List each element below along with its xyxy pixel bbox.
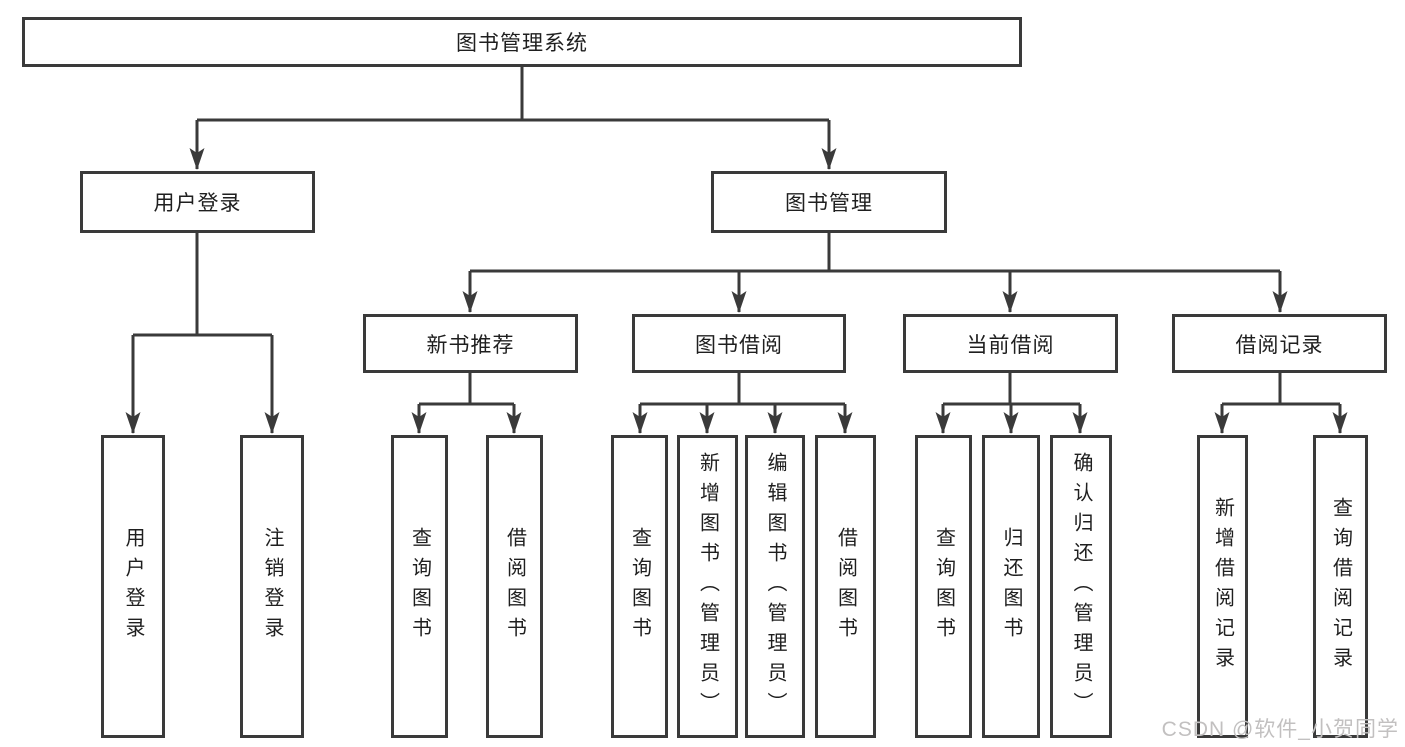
connector-user-login-children (125, 233, 280, 434)
node-label: 当前借阅 (966, 333, 1055, 357)
node-label: 图书借阅 (695, 333, 783, 357)
leaf-add-books-admin: 新增图书（管理员） (677, 435, 738, 738)
leaf-query-books-recommend: 查询图书 (391, 435, 448, 738)
connector-borrow-record-children (1214, 373, 1348, 434)
node-book-management-branch: 图书管理 (711, 171, 947, 233)
node-label: 查询图书 (932, 526, 955, 647)
leaf-edit-books-admin: 编辑图书（管理员） (745, 435, 805, 738)
node-label: 查询图书 (628, 526, 651, 647)
leaf-borrow-books-recommend: 借阅图书 (486, 435, 543, 738)
csdn-watermark: CSDN @软件_小贺同学 (1161, 718, 1399, 741)
node-label: 用户登录 (153, 192, 242, 215)
node-label: 注销登录 (261, 526, 283, 647)
node-label: 查询图书 (408, 526, 431, 647)
node-label: 借阅图书 (503, 526, 526, 647)
node-current-borrow: 当前借阅 (903, 314, 1118, 373)
node-label: 编辑图书（管理员） (764, 451, 786, 722)
connector-root-to-branches (189, 67, 837, 170)
node-user-login-branch: 用户登录 (80, 171, 315, 233)
leaf-query-books-current: 查询图书 (915, 435, 972, 738)
leaf-add-borrow-record: 新增借阅记录 (1197, 435, 1248, 738)
node-label: 确认归还（管理员） (1070, 451, 1092, 722)
connector-book-management-children (462, 233, 1288, 313)
connector-book-borrow-children (632, 373, 853, 434)
node-book-borrow: 图书借阅 (632, 314, 846, 373)
node-label: 新增图书（管理员） (696, 451, 719, 722)
node-borrow-record: 借阅记录 (1172, 314, 1387, 373)
node-label: 图书管理 (785, 192, 873, 215)
node-new-book-recommend: 新书推荐 (363, 314, 578, 373)
leaf-query-books-borrow: 查询图书 (611, 435, 668, 738)
node-label: 借阅图书 (834, 526, 857, 647)
leaf-query-borrow-record: 查询借阅记录 (1313, 435, 1368, 738)
leaf-user-login: 用户登录 (101, 435, 165, 738)
node-label: 用户登录 (122, 526, 144, 647)
leaf-return-books: 归还图书 (982, 435, 1040, 738)
node-label: 新增借阅记录 (1211, 496, 1234, 677)
node-label: 新书推荐 (426, 333, 515, 357)
leaf-logout: 注销登录 (240, 435, 304, 738)
node-label: 图书管理系统 (456, 32, 588, 55)
node-label: 归还图书 (1000, 526, 1022, 647)
connector-new-book-children (411, 373, 522, 434)
leaf-borrow-books: 借阅图书 (815, 435, 876, 738)
node-label: 借阅记录 (1235, 333, 1324, 357)
node-system-root: 图书管理系统 (22, 17, 1022, 67)
leaf-confirm-return-admin: 确认归还（管理员） (1050, 435, 1112, 738)
node-label: 查询借阅记录 (1329, 496, 1352, 677)
connector-current-borrow-children (935, 373, 1088, 434)
